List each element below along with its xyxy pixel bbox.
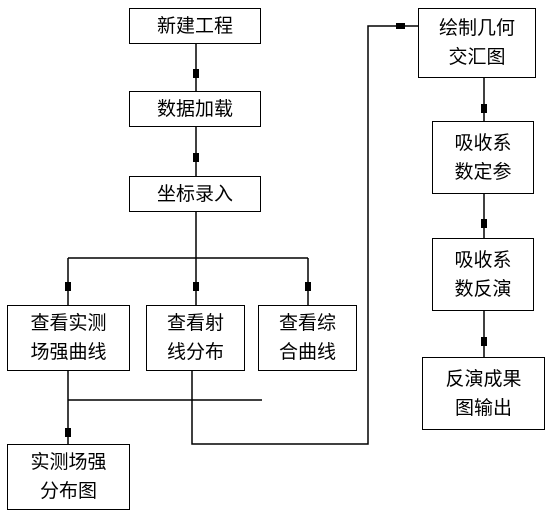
node-data-load: 数据加载 bbox=[129, 91, 261, 127]
node-absorption-coefficient: 吸收系 数定参 bbox=[432, 121, 534, 194]
node-field-distribution-line1: 实测场强 bbox=[30, 451, 107, 473]
connector-ray-to-geometry bbox=[191, 25, 418, 445]
node-inversion-output: 反演成果 图输出 bbox=[422, 357, 545, 430]
node-absorption-inversion-line2: 数反演 bbox=[454, 277, 512, 300]
node-view-ray-line2: 线分布 bbox=[166, 341, 224, 363]
node-coord-input: 坐标录入 bbox=[129, 176, 261, 212]
node-absorption-inversion-line1: 吸收系 bbox=[454, 248, 512, 271]
node-view-field-line1: 查看实测 bbox=[30, 312, 107, 334]
node-view-combined-line2: 合曲线 bbox=[278, 341, 336, 363]
node-field-distribution-line2: 分布图 bbox=[39, 480, 97, 502]
node-new-project-label: 新建工程 bbox=[156, 14, 233, 37]
arrow-marker bbox=[396, 23, 405, 29]
arrow-marker bbox=[65, 428, 71, 437]
node-draw-geometry: 绘制几何 交汇图 bbox=[418, 8, 536, 78]
arrow-marker bbox=[193, 282, 199, 291]
node-inversion-output-line1: 反演成果 bbox=[445, 367, 522, 390]
node-view-field-curve: 查看实测 场强曲线 bbox=[7, 305, 130, 371]
node-view-combined-line1: 查看综 bbox=[278, 312, 336, 334]
arrow-marker bbox=[65, 282, 71, 291]
arrow-marker bbox=[481, 337, 487, 346]
node-inversion-output-line2: 图输出 bbox=[454, 396, 512, 419]
node-coord-input-label: 坐标录入 bbox=[156, 182, 233, 205]
arrow-marker bbox=[193, 153, 199, 162]
node-data-load-label: 数据加载 bbox=[156, 97, 233, 120]
node-absorption-coefficient-line2: 数定参 bbox=[454, 160, 512, 183]
node-absorption-inversion: 吸收系 数反演 bbox=[432, 238, 534, 311]
arrow-marker bbox=[305, 282, 311, 291]
node-field-distribution-map: 实测场强 分布图 bbox=[7, 444, 130, 510]
arrow-marker bbox=[193, 69, 199, 78]
node-draw-geometry-line1: 绘制几何 bbox=[438, 17, 515, 39]
node-draw-geometry-line2: 交汇图 bbox=[448, 46, 506, 68]
node-new-project: 新建工程 bbox=[129, 8, 261, 44]
node-view-combined-curve: 查看综 合曲线 bbox=[258, 305, 357, 371]
arrow-marker bbox=[481, 219, 487, 228]
node-view-ray-distribution: 查看射 线分布 bbox=[146, 305, 245, 371]
node-view-ray-line1: 查看射 bbox=[166, 312, 224, 334]
node-view-field-line2: 场强曲线 bbox=[30, 341, 107, 363]
arrow-marker bbox=[481, 104, 487, 113]
node-absorption-coefficient-line1: 吸收系 bbox=[454, 131, 512, 154]
